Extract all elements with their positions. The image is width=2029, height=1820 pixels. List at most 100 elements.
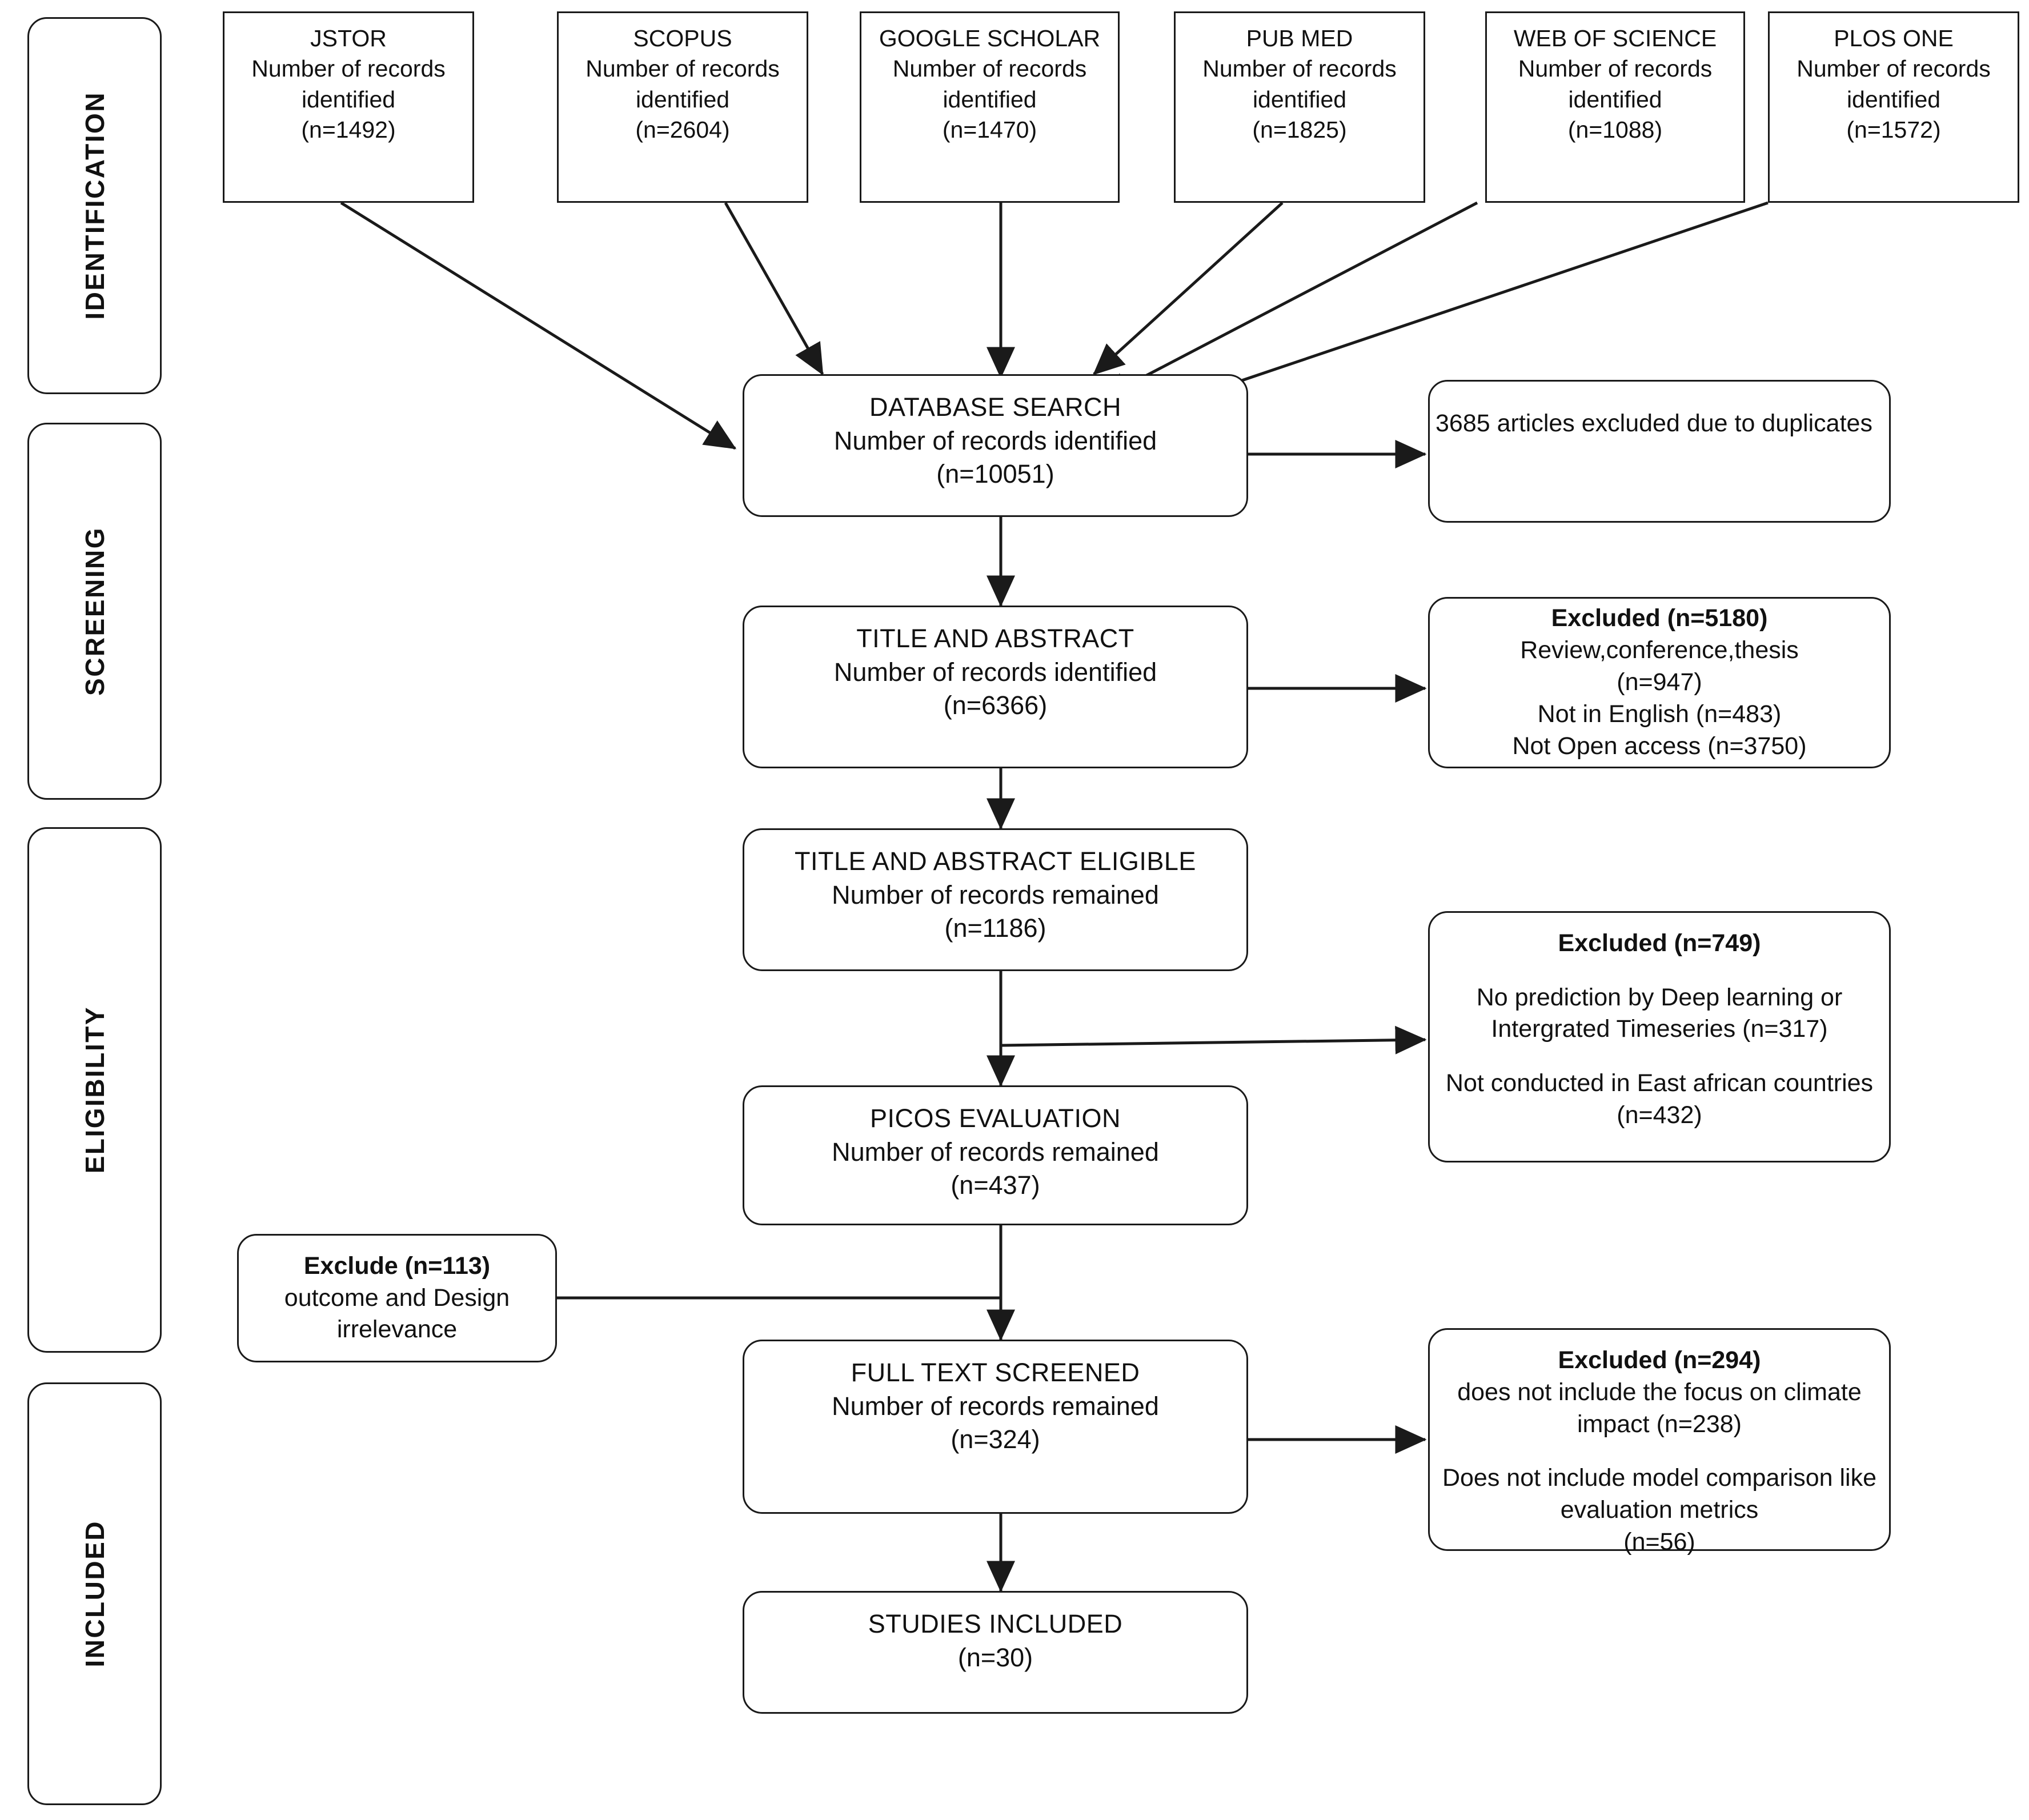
step-box-database-search-text: DATABASE SEARCH Number of records identi…: [744, 376, 1246, 491]
step-subtitle-full-text-screened: Number of records remained: [832, 1391, 1159, 1421]
exclusion-picos-left-line3: irrelevance: [336, 1316, 458, 1344]
stage-label-included: INCLUDED: [27, 1382, 162, 1805]
source-name-google-scholar: GOOGLE SCHOLAR: [879, 25, 1101, 51]
stage-label-eligibility-text: ELIGIBILITY: [79, 1006, 110, 1174]
step-subtitle-title-abstract: Number of records identified: [833, 657, 1157, 687]
source-line3-jstor: identified: [301, 86, 396, 113]
exclusion-box-duplicates-text: 3685 articles excluded due to duplicates: [1430, 382, 1889, 440]
source-line3-pub-med: identified: [1252, 86, 1347, 113]
source-line2-google-scholar: Number of records: [892, 55, 1087, 82]
exclusion-box-fulltext: Excluded (n=294) does not include the fo…: [1428, 1328, 1891, 1556]
source-count-pub-med: (n=1825): [1252, 116, 1347, 143]
source-box-scopus-text: SCOPUS Number of records identified (n=2…: [559, 13, 807, 145]
step-count-picos-evaluation: (n=437): [951, 1170, 1040, 1200]
step-box-database-search: DATABASE SEARCH Number of records identi…: [743, 374, 1248, 517]
step-title-database-search: DATABASE SEARCH: [869, 392, 1121, 422]
exclusion-fulltext-line3: impact (n=238): [1577, 1410, 1742, 1438]
source-name-plos-one: PLOS ONE: [1834, 25, 1954, 51]
exclusion-screening-line4: Not in English (n=483): [1537, 700, 1782, 728]
source-line2-plos-one: Number of records: [1797, 55, 1991, 82]
exclusion-fulltext-line2: does not include the focus on climate: [1457, 1378, 1862, 1406]
step-count-title-abstract: (n=6366): [943, 691, 1048, 720]
stage-label-included-text: INCLUDED: [79, 1520, 110, 1667]
source-line2-web-of-science: Number of records: [1518, 55, 1713, 82]
source-box-plos-one-text: PLOS ONE Number of records identified (n…: [1770, 13, 2018, 145]
source-box-web-of-science: WEB OF SCIENCE Number of records identif…: [1485, 11, 1745, 203]
source-box-web-of-science-text: WEB OF SCIENCE Number of records identif…: [1487, 13, 1743, 145]
exclusion-box-picos-left-text: Exclude (n=113) outcome and Design irrel…: [239, 1250, 555, 1346]
exclusion-duplicates-line1: 3685 articles excluded due to duplicates: [1435, 410, 1872, 437]
stage-label-screening: SCREENING: [27, 423, 162, 800]
source-box-pub-med: PUB MED Number of records identified (n=…: [1174, 11, 1425, 203]
stage-label-screening-text: SCREENING: [79, 527, 110, 696]
exclusion-box-fulltext-text: Excluded (n=294) does not include the fo…: [1430, 1330, 1889, 1558]
step-title-picos-evaluation: PICOS EVALUATION: [870, 1104, 1121, 1133]
source-box-plos-one: PLOS ONE Number of records identified (n…: [1768, 11, 2019, 203]
exclusion-picos-left-line1: Exclude (n=113): [303, 1252, 491, 1280]
spacer: [1435, 960, 1883, 982]
step-box-full-text-screened-text: FULL TEXT SCREENED Number of records rem…: [744, 1341, 1246, 1457]
exclusion-eligibility-line5: (n=432): [1617, 1101, 1702, 1129]
exclusion-box-eligibility: Excluded (n=749) No prediction by Deep l…: [1428, 911, 1891, 1162]
source-name-scopus: SCOPUS: [633, 25, 732, 51]
step-count-studies-included: (n=30): [957, 1642, 1033, 1672]
exclusion-picos-left-line2: outcome and Design: [284, 1284, 510, 1312]
source-count-plos-one: (n=1572): [1846, 116, 1941, 143]
step-subtitle-title-abstract-eligible: Number of records remained: [832, 880, 1159, 909]
step-box-studies-included: STUDIES INCLUDED (n=30): [743, 1591, 1248, 1714]
source-name-jstor: JSTOR: [310, 25, 387, 51]
source-name-pub-med: PUB MED: [1246, 25, 1353, 51]
step-box-picos-evaluation: PICOS EVALUATION Number of records remai…: [743, 1085, 1248, 1225]
spacer: [1435, 1441, 1883, 1463]
step-box-studies-included-text: STUDIES INCLUDED (n=30): [744, 1593, 1246, 1674]
exclusion-screening-line1: Excluded (n=5180): [1551, 604, 1768, 632]
exclusion-eligibility-line3: Intergrated Timeseries (n=317): [1491, 1015, 1828, 1043]
source-line3-plos-one: identified: [1846, 86, 1941, 113]
step-count-full-text-screened: (n=324): [951, 1425, 1040, 1454]
step-title-title-abstract: TITLE AND ABSTRACT: [856, 624, 1134, 653]
source-box-scopus: SCOPUS Number of records identified (n=2…: [557, 11, 808, 203]
exclusion-box-eligibility-text: Excluded (n=749) No prediction by Deep l…: [1430, 913, 1889, 1132]
step-title-title-abstract-eligible: TITLE AND ABSTRACT ELIGIBLE: [795, 847, 1196, 876]
step-box-title-abstract-eligible-text: TITLE AND ABSTRACT ELIGIBLE Number of re…: [744, 830, 1246, 945]
source-box-google-scholar-text: GOOGLE SCHOLAR Number of records identif…: [861, 13, 1118, 145]
step-title-studies-included: STUDIES INCLUDED: [868, 1609, 1123, 1638]
stage-label-identification-text: IDENTIFICATION: [79, 91, 110, 320]
source-name-web-of-science: WEB OF SCIENCE: [1513, 25, 1717, 51]
exclusion-box-screening: Excluded (n=5180) Review,conference,thes…: [1428, 597, 1891, 768]
exclusion-box-duplicates: 3685 articles excluded due to duplicates: [1428, 380, 1891, 523]
step-box-title-abstract-eligible: TITLE AND ABSTRACT ELIGIBLE Number of re…: [743, 828, 1248, 971]
step-count-title-abstract-eligible: (n=1186): [944, 913, 1046, 943]
exclusion-eligibility-line1: Excluded (n=749): [1558, 929, 1761, 957]
step-box-full-text-screened: FULL TEXT SCREENED Number of records rem…: [743, 1340, 1248, 1514]
stage-label-identification: IDENTIFICATION: [27, 17, 162, 394]
source-box-google-scholar: GOOGLE SCHOLAR Number of records identif…: [860, 11, 1120, 203]
source-box-jstor-text: JSTOR Number of records identified (n=14…: [224, 13, 472, 145]
source-line3-web-of-science: identified: [1568, 86, 1662, 113]
exclusion-fulltext-line6: (n=56): [1623, 1528, 1695, 1556]
step-box-title-abstract: TITLE AND ABSTRACT Number of records ide…: [743, 606, 1248, 768]
source-count-scopus: (n=2604): [635, 116, 730, 143]
exclusion-screening-line3: (n=947): [1617, 668, 1702, 696]
exclusion-fulltext-line5: evaluation metrics: [1560, 1496, 1759, 1524]
source-line2-scopus: Number of records: [586, 55, 780, 82]
source-count-jstor: (n=1492): [301, 116, 396, 143]
exclusion-eligibility-line4: Not conducted in East african countries: [1445, 1069, 1874, 1097]
exclusion-box-picos-left: Exclude (n=113) outcome and Design irrel…: [237, 1234, 557, 1362]
step-subtitle-picos-evaluation: Number of records remained: [832, 1137, 1159, 1166]
spacer: [1435, 1045, 1883, 1068]
source-count-google-scholar: (n=1470): [942, 116, 1037, 143]
exclusion-fulltext-line1: Excluded (n=294): [1558, 1346, 1761, 1374]
step-subtitle-database-search: Number of records identified: [833, 426, 1157, 455]
step-title-full-text-screened: FULL TEXT SCREENED: [851, 1358, 1140, 1387]
stage-label-eligibility: ELIGIBILITY: [27, 827, 162, 1353]
source-line2-jstor: Number of records: [251, 55, 446, 82]
source-box-pub-med-text: PUB MED Number of records identified (n=…: [1176, 13, 1423, 145]
step-box-title-abstract-text: TITLE AND ABSTRACT Number of records ide…: [744, 607, 1246, 723]
exclusion-screening-line2: Review,conference,thesis: [1520, 636, 1799, 664]
step-box-picos-evaluation-text: PICOS EVALUATION Number of records remai…: [744, 1087, 1246, 1202]
exclusion-box-screening-text: Excluded (n=5180) Review,conference,thes…: [1430, 603, 1889, 762]
source-box-jstor: JSTOR Number of records identified (n=14…: [223, 11, 474, 203]
exclusion-screening-line5: Not Open access (n=3750): [1512, 732, 1807, 760]
